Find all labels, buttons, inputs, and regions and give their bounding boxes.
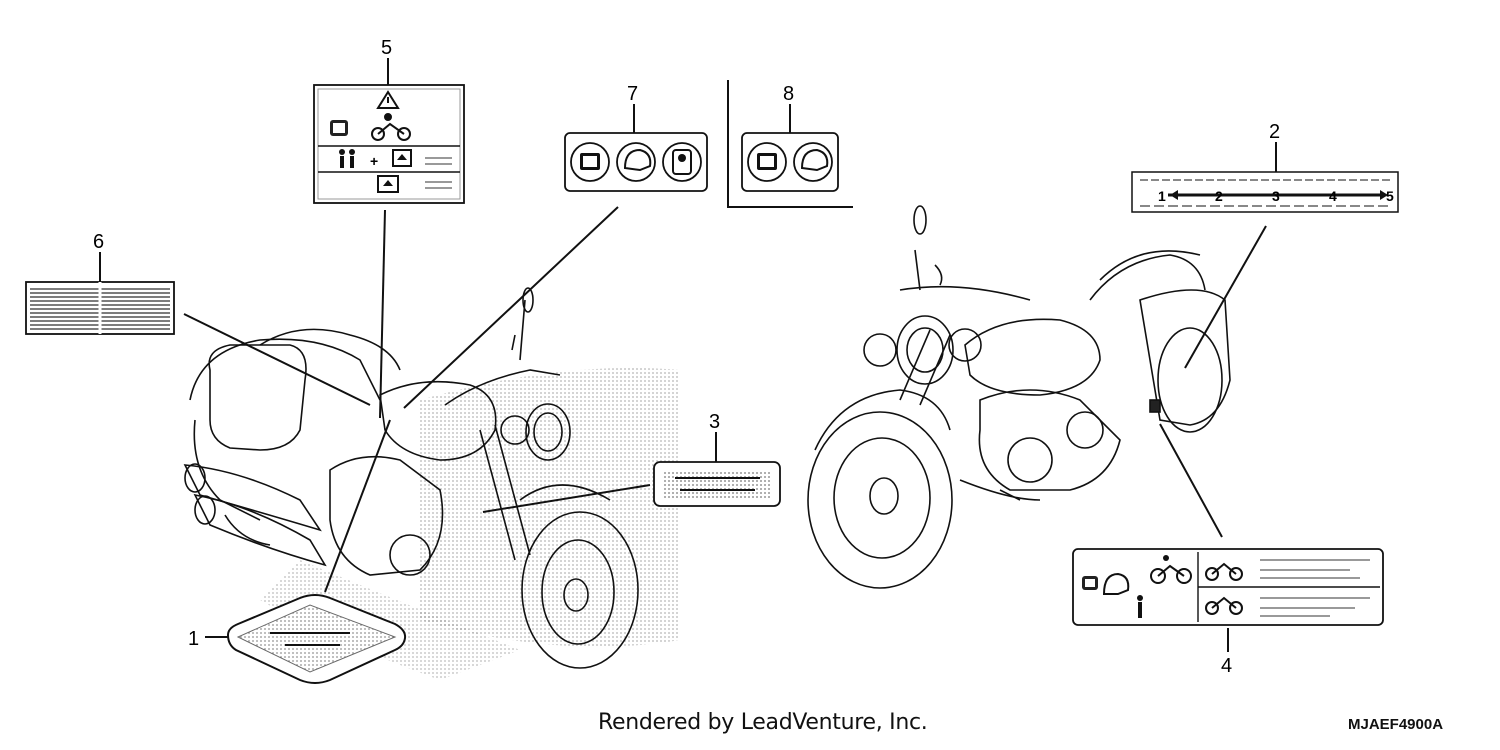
motorcycle-rider-icon xyxy=(1150,555,1192,584)
passengers-icon xyxy=(1137,595,1143,618)
callout-6: 6 xyxy=(93,231,104,253)
callout-3: 3 xyxy=(709,411,720,433)
helmet-icon xyxy=(1102,572,1130,595)
callout-4: 4 xyxy=(1221,655,1232,677)
leader-lines xyxy=(99,58,1277,652)
label-1 xyxy=(226,594,407,684)
diagram-code: MJAEF4900A xyxy=(1348,716,1444,733)
passengers-icon xyxy=(339,149,355,168)
label-2-step-3: 3 xyxy=(1272,188,1280,204)
helmet-icon xyxy=(793,142,833,182)
label-2: 1 2 3 4 5 xyxy=(1131,171,1399,213)
label-7 xyxy=(564,132,708,192)
label-3 xyxy=(653,461,781,507)
label-2-step-1: 1 xyxy=(1158,188,1166,204)
owners-manual-icon xyxy=(1082,576,1098,590)
label-4 xyxy=(1072,548,1384,626)
helmet-icon xyxy=(616,142,656,182)
label-2-step-2: 2 xyxy=(1215,188,1223,204)
warning-triangle-icon xyxy=(376,90,400,109)
motorcycle-rider-icon xyxy=(371,113,411,141)
cargo-box-icon xyxy=(377,175,399,193)
rendered-by-credit: Rendered by LeadVenture, Inc. xyxy=(598,710,928,735)
svg-text:+: + xyxy=(370,153,378,169)
cargo-box-icon xyxy=(392,149,412,167)
right-motorcycle xyxy=(807,205,1231,589)
callout-8: 8 xyxy=(783,83,794,105)
label-2-step-5: 5 xyxy=(1386,188,1394,204)
callout-5: 5 xyxy=(381,37,392,59)
owners-manual-icon xyxy=(570,142,610,182)
callout-7: 7 xyxy=(627,83,638,105)
owners-manual-icon xyxy=(330,120,348,136)
callout-2: 2 xyxy=(1269,121,1280,143)
label-5: + xyxy=(313,84,465,204)
label-6 xyxy=(25,281,175,335)
owners-manual-icon xyxy=(747,142,787,182)
callout-1: 1 xyxy=(188,628,199,650)
protective-gear-icon xyxy=(662,142,702,182)
label-2-step-4: 4 xyxy=(1329,188,1337,204)
